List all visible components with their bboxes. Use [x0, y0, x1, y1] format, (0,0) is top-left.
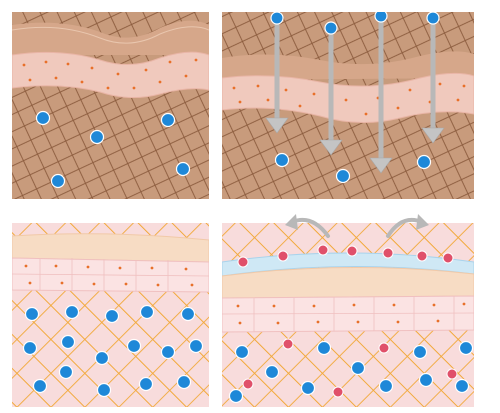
panel-restored-skin — [12, 223, 209, 407]
panel-aged-skin — [12, 12, 209, 199]
panel-penetration — [222, 12, 474, 199]
panel-protective-barrier — [222, 223, 474, 407]
